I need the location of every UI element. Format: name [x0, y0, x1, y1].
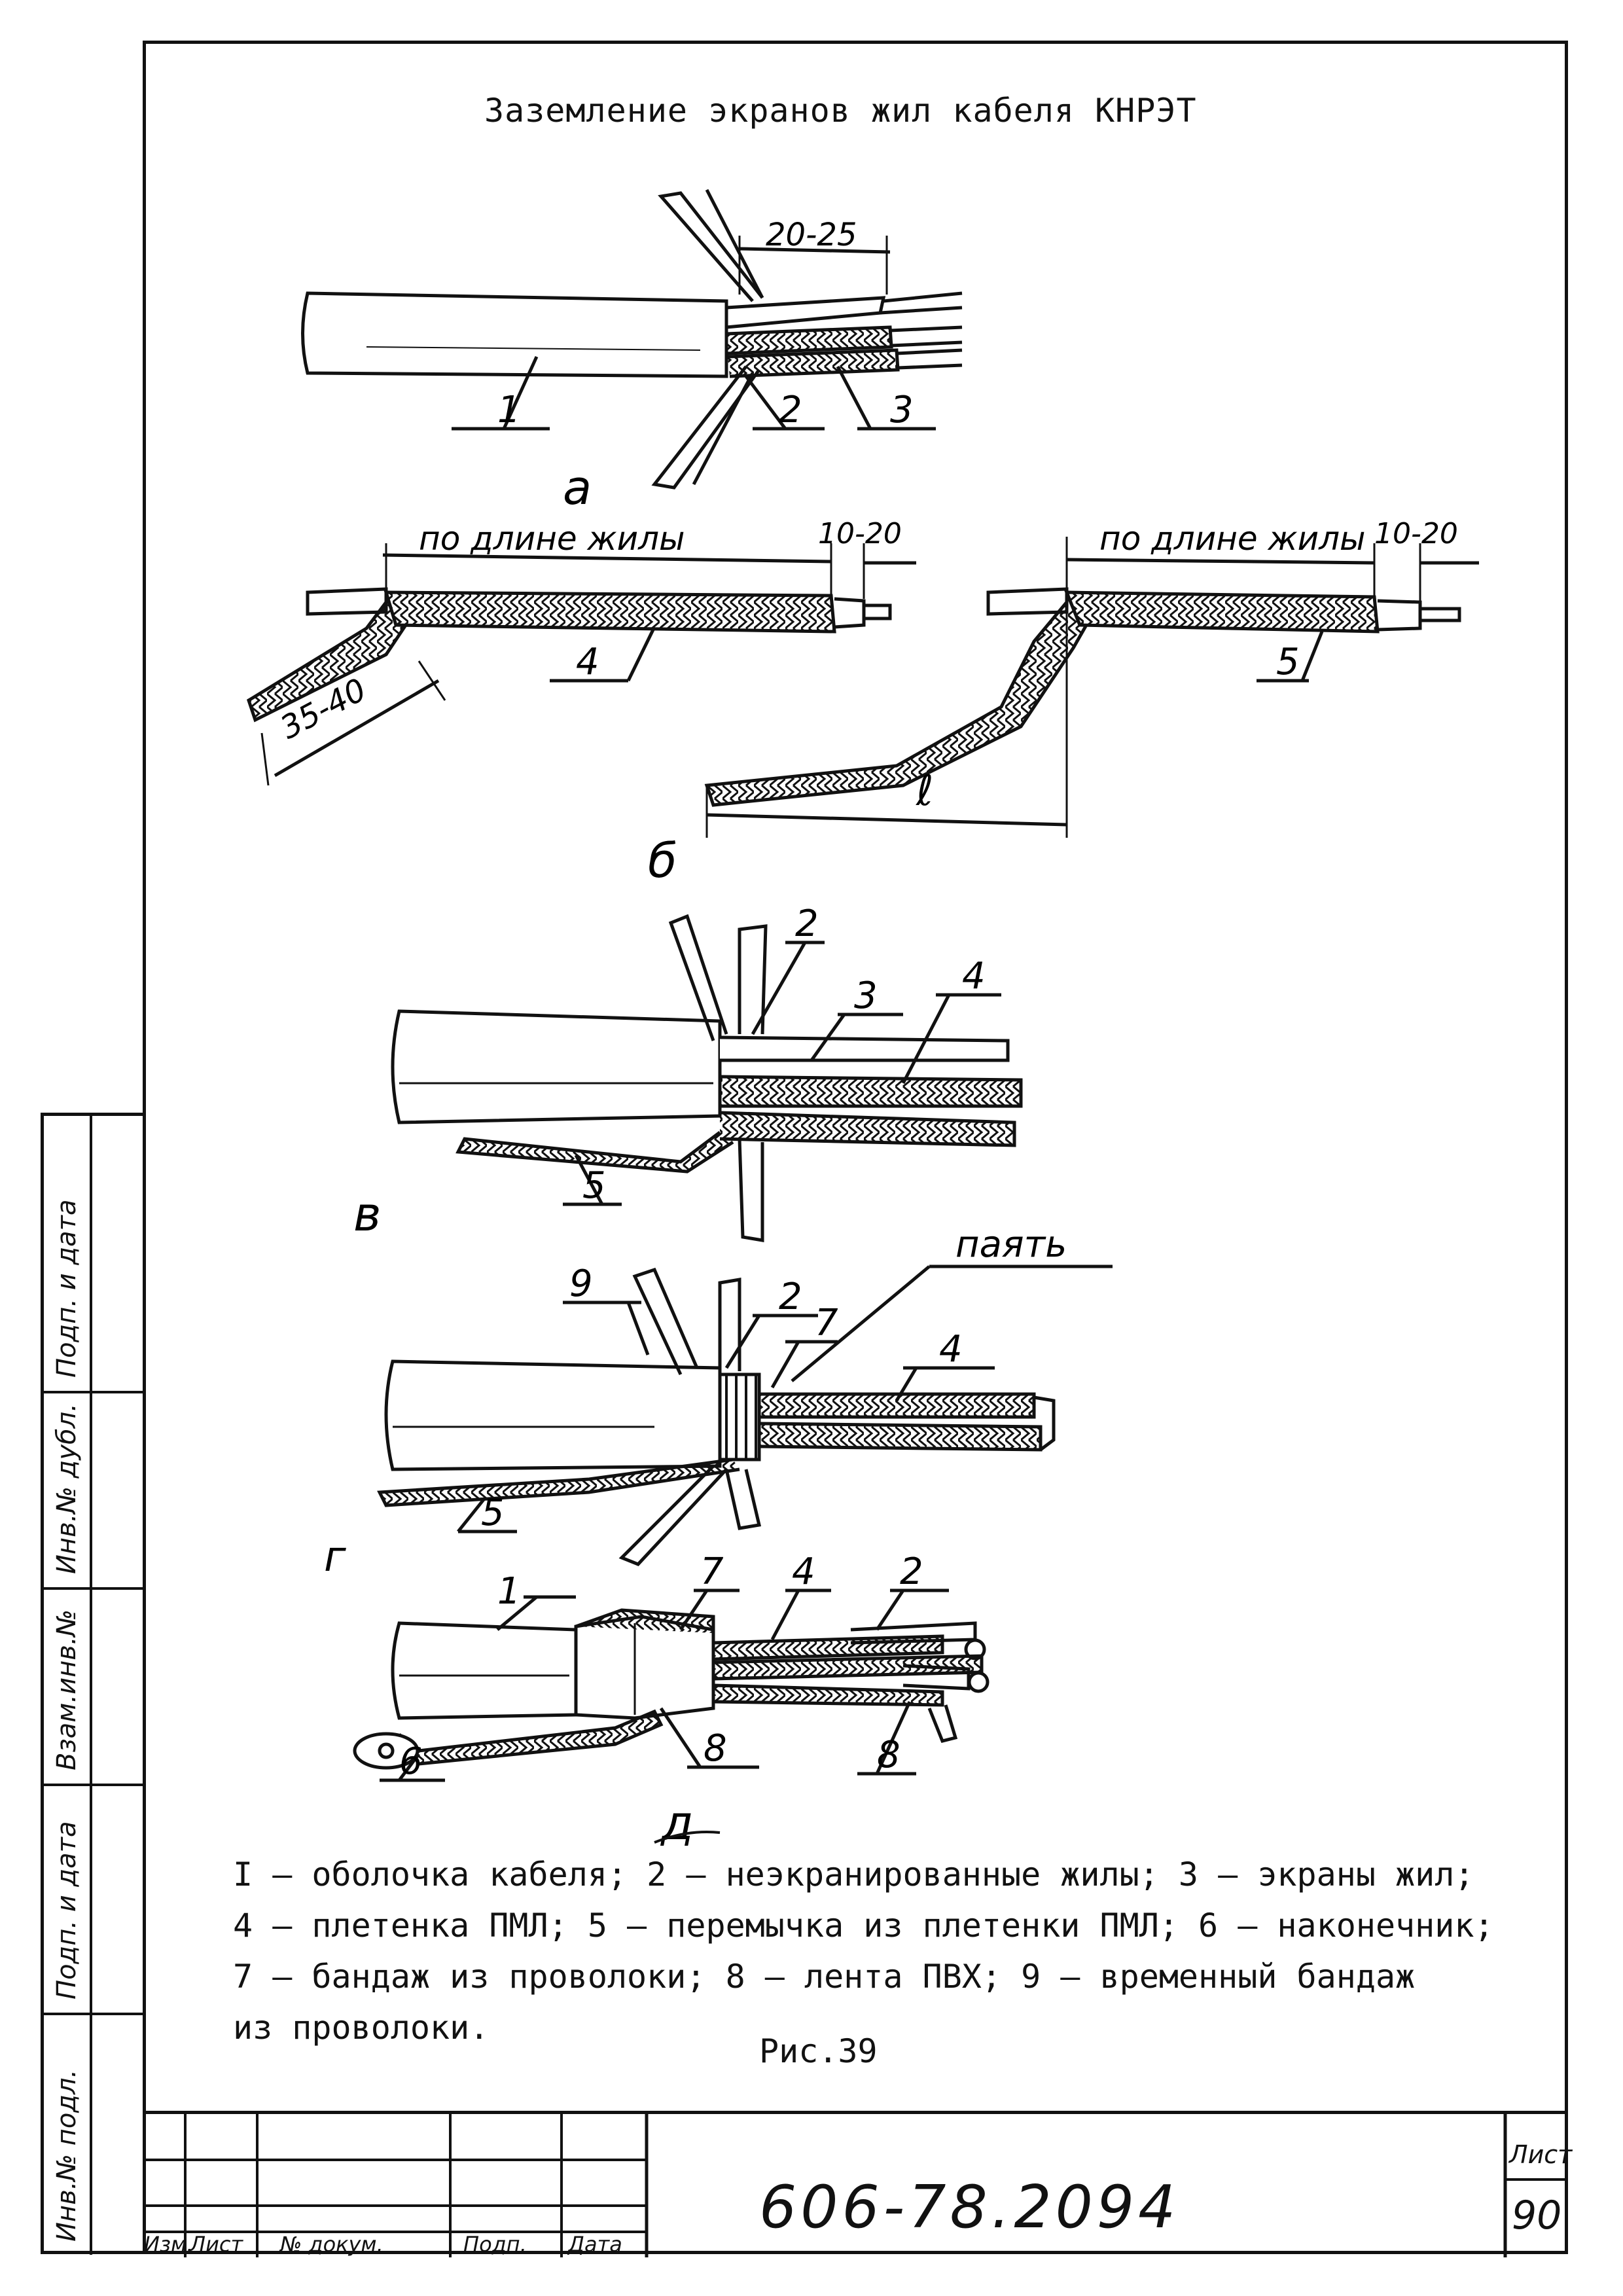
fig-a-dim: 20-25: [766, 217, 857, 253]
fig-d-callout-8a: 8: [704, 1727, 727, 1770]
legend-line: 4 – плетенка ПМЛ; 5 – перемычка из плете…: [233, 1907, 1494, 1945]
fig-d-letter: д: [660, 1795, 694, 1850]
side-divider: [44, 1391, 143, 1393]
fig-g-callout-4: 4: [939, 1328, 963, 1371]
legend-line: 7 – бандаж из проволоки; 8 – лента ПВХ; …: [233, 1958, 1416, 1996]
fig-b-right-callout: 5: [1276, 641, 1300, 683]
side-column-line: [90, 1116, 92, 2255]
fig-d-callout-7: 7: [700, 1551, 724, 1593]
fig-a-callout-2: 2: [779, 389, 802, 431]
side-divider: [44, 1587, 143, 1590]
page-title: Заземление экранов жил кабеля КНРЭТ: [484, 92, 1197, 130]
fig-g-callout-9: 9: [569, 1263, 593, 1305]
side-label-dup: Инв.№ дубл.: [52, 1403, 82, 1574]
fig-a-callout-3: 3: [890, 389, 914, 431]
fig-v-callout-2: 2: [795, 903, 819, 945]
title-block: Изм. Лист № докум. Подп. Дата Лист 90: [143, 2111, 1572, 2257]
fig-g-callout-5: 5: [481, 1492, 505, 1534]
col-izm: Изм.: [144, 2232, 194, 2257]
side-label-orig: Инв.№ подл.: [52, 2069, 82, 2242]
fig-d-callout-6: 6: [399, 1740, 423, 1783]
figure-b-right: [704, 537, 1479, 838]
figure-caption: Рис.39: [759, 2032, 878, 2070]
fig-d-callout-2: 2: [900, 1551, 923, 1593]
fig-a-callout-1: 1: [497, 389, 521, 431]
figure-d: [353, 1588, 990, 1782]
col-date: Дата: [568, 2232, 622, 2257]
title-block-grid: [143, 2114, 1568, 2257]
col-docnum: № докум.: [280, 2232, 383, 2257]
fig-a-letter: a: [563, 460, 592, 515]
fig-v-letter: в: [353, 1187, 381, 1242]
document-number: 606-78.2094: [759, 2173, 1180, 2242]
col-list: Лист: [190, 2232, 243, 2257]
legend-line: I – оболочка кабеля; 2 – неэкранированны…: [233, 1856, 1474, 1893]
fig-b-right-dim: ℓ: [916, 767, 933, 816]
fig-b-left-length: по длине жилы: [419, 520, 685, 558]
legend: I – оболочка кабеля; 2 – неэкранированны…: [233, 1849, 1494, 2053]
side-divider: [44, 2013, 143, 2015]
sheet-number: 90: [1512, 2193, 1562, 2238]
sheet-frame: [143, 41, 1568, 2254]
col-sign: Подп.: [463, 2232, 527, 2257]
fig-d-callout-8b: 8: [877, 1734, 901, 1776]
fig-b-letter: б: [648, 833, 677, 888]
legend-line: из проволоки.: [233, 2009, 490, 2047]
side-label-sign-date-1: Подп. и дата: [52, 1199, 82, 1378]
figure-g: [377, 1265, 1113, 1566]
side-label-replace: Взам.инв.№: [52, 1609, 82, 1770]
side-stamp: Подп. и дата Инв.№ дубл. Взам.инв.№ Подп…: [41, 1113, 143, 2255]
figure-a: [301, 188, 963, 490]
figure-v: [391, 914, 1023, 1242]
side-label-sign-date-2: Подп. и дата: [52, 1821, 82, 2000]
fig-d-callout-1: 1: [497, 1570, 521, 1613]
fig-b-right-length: по длине жилы: [1099, 520, 1366, 558]
fig-b-left-end: 10-20: [818, 517, 902, 550]
fig-g-callout-2: 2: [779, 1276, 802, 1318]
fig-d-callout-4: 4: [792, 1551, 815, 1593]
fig-b-left-callout: 4: [576, 641, 599, 683]
side-divider: [44, 1784, 143, 1786]
sheet-label: Лист: [1509, 2140, 1573, 2169]
fig-g-solder: паять: [955, 1223, 1067, 1266]
figure-b-left: [246, 543, 916, 786]
fig-v-callout-4: 4: [962, 955, 986, 997]
fig-v-callout-5: 5: [582, 1164, 606, 1207]
fig-g-callout-7: 7: [815, 1302, 838, 1344]
fig-g-letter: г: [324, 1533, 346, 1581]
fig-b-right-end: 10-20: [1374, 517, 1458, 550]
fig-v-callout-3: 3: [854, 975, 878, 1017]
